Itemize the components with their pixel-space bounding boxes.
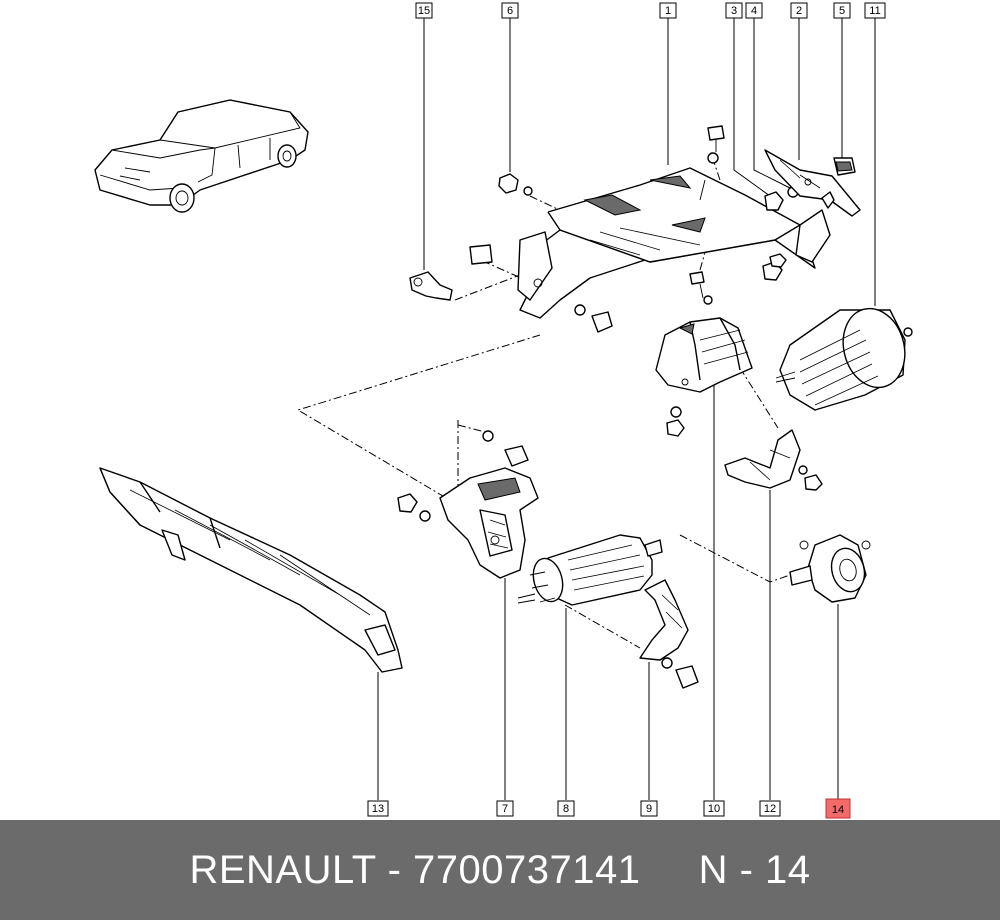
car-illustration xyxy=(94,99,309,213)
part-number: 7700737141 xyxy=(413,847,641,892)
part-14-damper xyxy=(789,534,871,603)
svg-text:10: 10 xyxy=(708,803,720,815)
part-9-strap xyxy=(639,579,689,661)
callout-15: 15 xyxy=(415,2,433,270)
callout-10: 10 xyxy=(703,382,725,817)
svg-text:4: 4 xyxy=(751,5,757,17)
callout-2: 2 xyxy=(790,2,808,160)
position-label: N - 14 xyxy=(698,847,811,892)
exploded-parts-diagram: 15 6 1 3 4 2 5 11 13 xyxy=(94,2,913,819)
svg-text:13: 13 xyxy=(372,803,384,815)
footer-caption: RENAULT - 7700737141 N - 14 xyxy=(189,848,810,893)
svg-text:5: 5 xyxy=(839,5,845,17)
brand-name: RENAULT xyxy=(189,847,376,892)
part-12-clamp xyxy=(724,429,801,489)
callout-3: 3 xyxy=(725,2,771,197)
part-11-fuel-filter xyxy=(775,307,913,411)
callout-6: 6 xyxy=(501,2,519,172)
svg-text:3: 3 xyxy=(731,5,737,17)
part-13-shield xyxy=(99,467,403,673)
callout-7: 7 xyxy=(496,578,514,817)
part-10-support xyxy=(655,317,753,393)
callout-11: 11 xyxy=(864,2,886,306)
part-2-bracket xyxy=(764,149,861,263)
part-5-clip xyxy=(821,157,856,209)
svg-text:6: 6 xyxy=(507,5,513,17)
callout-5: 5 xyxy=(833,2,851,158)
part-15-sensor xyxy=(409,271,453,301)
svg-text:8: 8 xyxy=(563,803,569,815)
callout-13: 13 xyxy=(367,672,389,817)
svg-text:1: 1 xyxy=(665,5,671,17)
callout-4: 4 xyxy=(745,2,791,189)
callout-9: 9 xyxy=(640,662,658,817)
svg-text:15: 15 xyxy=(418,5,430,17)
spacer xyxy=(641,848,699,892)
footer-bar: RENAULT - 7700737141 N - 14 xyxy=(0,820,1000,920)
callout-14: 14 xyxy=(825,604,851,819)
part-7-pump-bracket xyxy=(439,467,539,579)
part-1-mounting-bracket xyxy=(517,167,816,319)
svg-text:14: 14 xyxy=(832,804,844,816)
callout-8: 8 xyxy=(557,608,575,817)
svg-text:12: 12 xyxy=(764,803,776,815)
svg-text:7: 7 xyxy=(502,803,508,815)
fasteners-top xyxy=(397,125,823,689)
callout-1: 1 xyxy=(659,2,677,165)
separator: - xyxy=(375,847,414,892)
svg-text:11: 11 xyxy=(869,5,880,17)
svg-text:2: 2 xyxy=(796,5,802,17)
svg-text:9: 9 xyxy=(646,803,652,815)
callout-12: 12 xyxy=(759,490,781,817)
part-8-fuel-pump xyxy=(517,534,663,606)
